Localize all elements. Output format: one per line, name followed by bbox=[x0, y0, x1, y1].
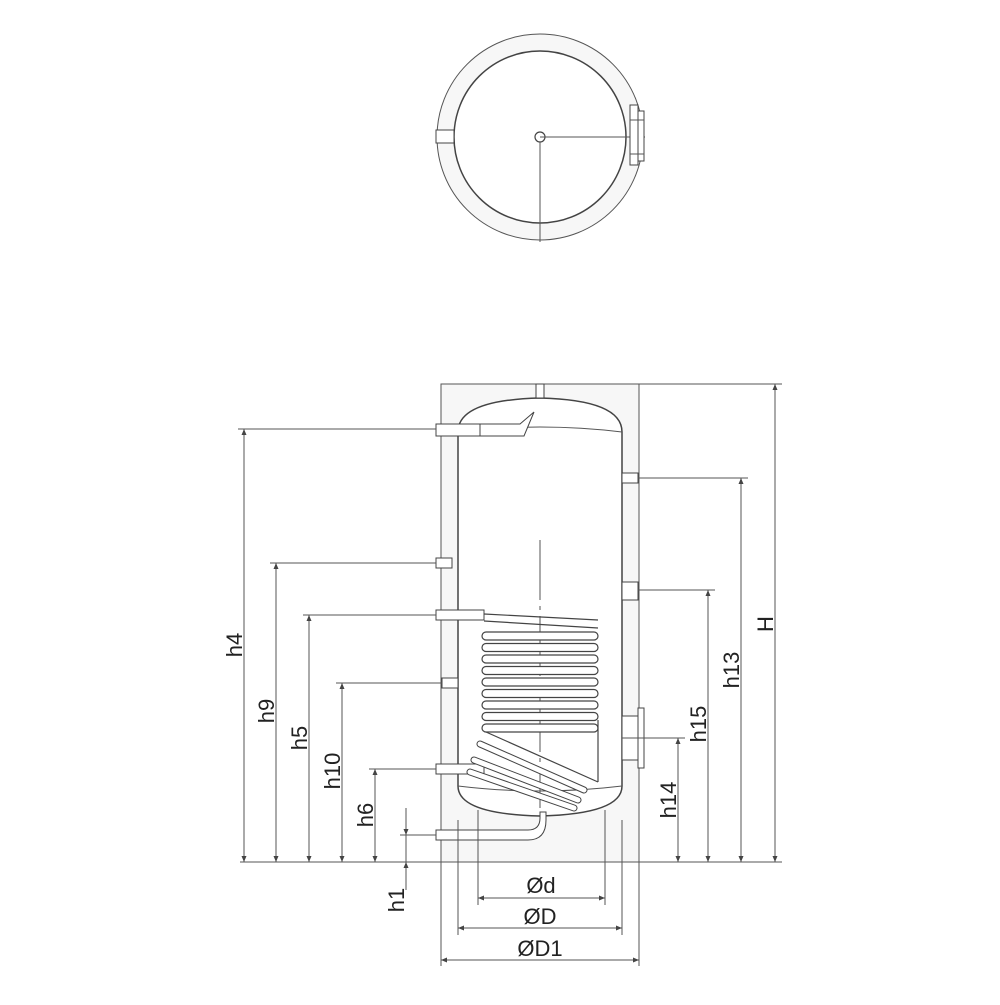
dimension-arrowhead bbox=[306, 615, 312, 621]
coil-top-lead bbox=[483, 613, 599, 621]
dimension-arrowhead bbox=[241, 856, 247, 862]
label-d: Ød bbox=[526, 873, 555, 898]
dimension-labels: H h13 h15 h14 h4 h9 h5 h10 h6 h1 Ød ØD Ø… bbox=[222, 616, 778, 961]
label-H: H bbox=[753, 616, 778, 632]
label-h15: h15 bbox=[686, 706, 711, 743]
label-h14: h14 bbox=[656, 782, 681, 819]
label-h1: h1 bbox=[384, 888, 409, 912]
coil-turn bbox=[481, 688, 599, 699]
dimension-arrowhead bbox=[675, 856, 681, 862]
socket-h15 bbox=[621, 581, 639, 601]
coil-turn bbox=[481, 642, 599, 653]
dimension-arrowhead bbox=[675, 738, 681, 744]
label-h10: h10 bbox=[320, 753, 345, 790]
coil-top-lead-2 bbox=[483, 620, 599, 629]
dimension-arrowhead bbox=[772, 856, 778, 862]
coil-turns bbox=[481, 631, 599, 733]
dimension-arrowhead bbox=[339, 683, 345, 689]
dimension-lines bbox=[238, 383, 782, 966]
heat-exchanger-coil bbox=[466, 613, 599, 812]
cold-water-inlet-pipe bbox=[435, 811, 547, 841]
top-fitting bbox=[535, 383, 545, 399]
top-view-flange bbox=[629, 104, 639, 166]
top-view-flange-plate bbox=[637, 110, 645, 162]
label-h6: h6 bbox=[353, 803, 378, 827]
dimension-arrowhead bbox=[241, 429, 247, 435]
dimension-arrowhead bbox=[403, 829, 409, 835]
dimension-arrowhead bbox=[705, 590, 711, 596]
coil-turn bbox=[481, 723, 599, 733]
dimension-arrowhead bbox=[738, 478, 744, 484]
coil-turn bbox=[481, 711, 599, 722]
dimension-arrowhead bbox=[705, 856, 711, 862]
coil-incline-1-inner bbox=[477, 741, 587, 793]
dimension-arrows bbox=[241, 384, 778, 963]
dimension-arrowhead bbox=[633, 957, 639, 963]
dimension-arrowhead bbox=[372, 769, 378, 775]
dimension-arrowhead bbox=[478, 895, 484, 901]
label-D: ØD bbox=[524, 904, 557, 929]
dimension-arrowhead bbox=[441, 957, 447, 963]
hot-water-outlet-pipe bbox=[435, 423, 481, 437]
dimension-arrowhead bbox=[273, 856, 279, 862]
top-view-left-pipe bbox=[435, 129, 455, 144]
coil-turn bbox=[481, 677, 599, 687]
coil-turn bbox=[481, 700, 599, 710]
dimension-arrowhead bbox=[458, 925, 464, 931]
coil-turn bbox=[481, 631, 599, 641]
dimension-arrowhead bbox=[403, 862, 409, 868]
outlet-elbow bbox=[479, 411, 535, 437]
coil-turn bbox=[481, 654, 599, 664]
label-h4: h4 bbox=[222, 633, 247, 657]
label-h5: h5 bbox=[287, 726, 312, 750]
dimension-arrowhead bbox=[599, 895, 605, 901]
coil-incline-2-inner bbox=[471, 757, 581, 803]
socket-h13 bbox=[621, 472, 639, 484]
label-h9: h9 bbox=[254, 699, 279, 723]
dimension-arrowhead bbox=[616, 925, 622, 931]
socket-h10 bbox=[441, 677, 459, 689]
coil-riser bbox=[485, 731, 599, 783]
label-h13: h13 bbox=[719, 652, 744, 689]
coil-turn bbox=[481, 665, 599, 676]
dimension-arrowhead bbox=[339, 856, 345, 862]
coil-incline-3-inner bbox=[467, 769, 577, 811]
coil-inlet-socket-h5 bbox=[435, 609, 485, 621]
dimension-arrowhead bbox=[372, 856, 378, 862]
top-view bbox=[435, 33, 645, 242]
dimension-arrowhead bbox=[306, 856, 312, 862]
dimension-arrowhead bbox=[738, 856, 744, 862]
socket-h9 bbox=[435, 557, 453, 569]
dimension-arrowhead bbox=[772, 384, 778, 390]
dimension-arrowhead bbox=[273, 563, 279, 569]
side-view bbox=[240, 383, 782, 863]
label-D1: ØD1 bbox=[517, 936, 562, 961]
